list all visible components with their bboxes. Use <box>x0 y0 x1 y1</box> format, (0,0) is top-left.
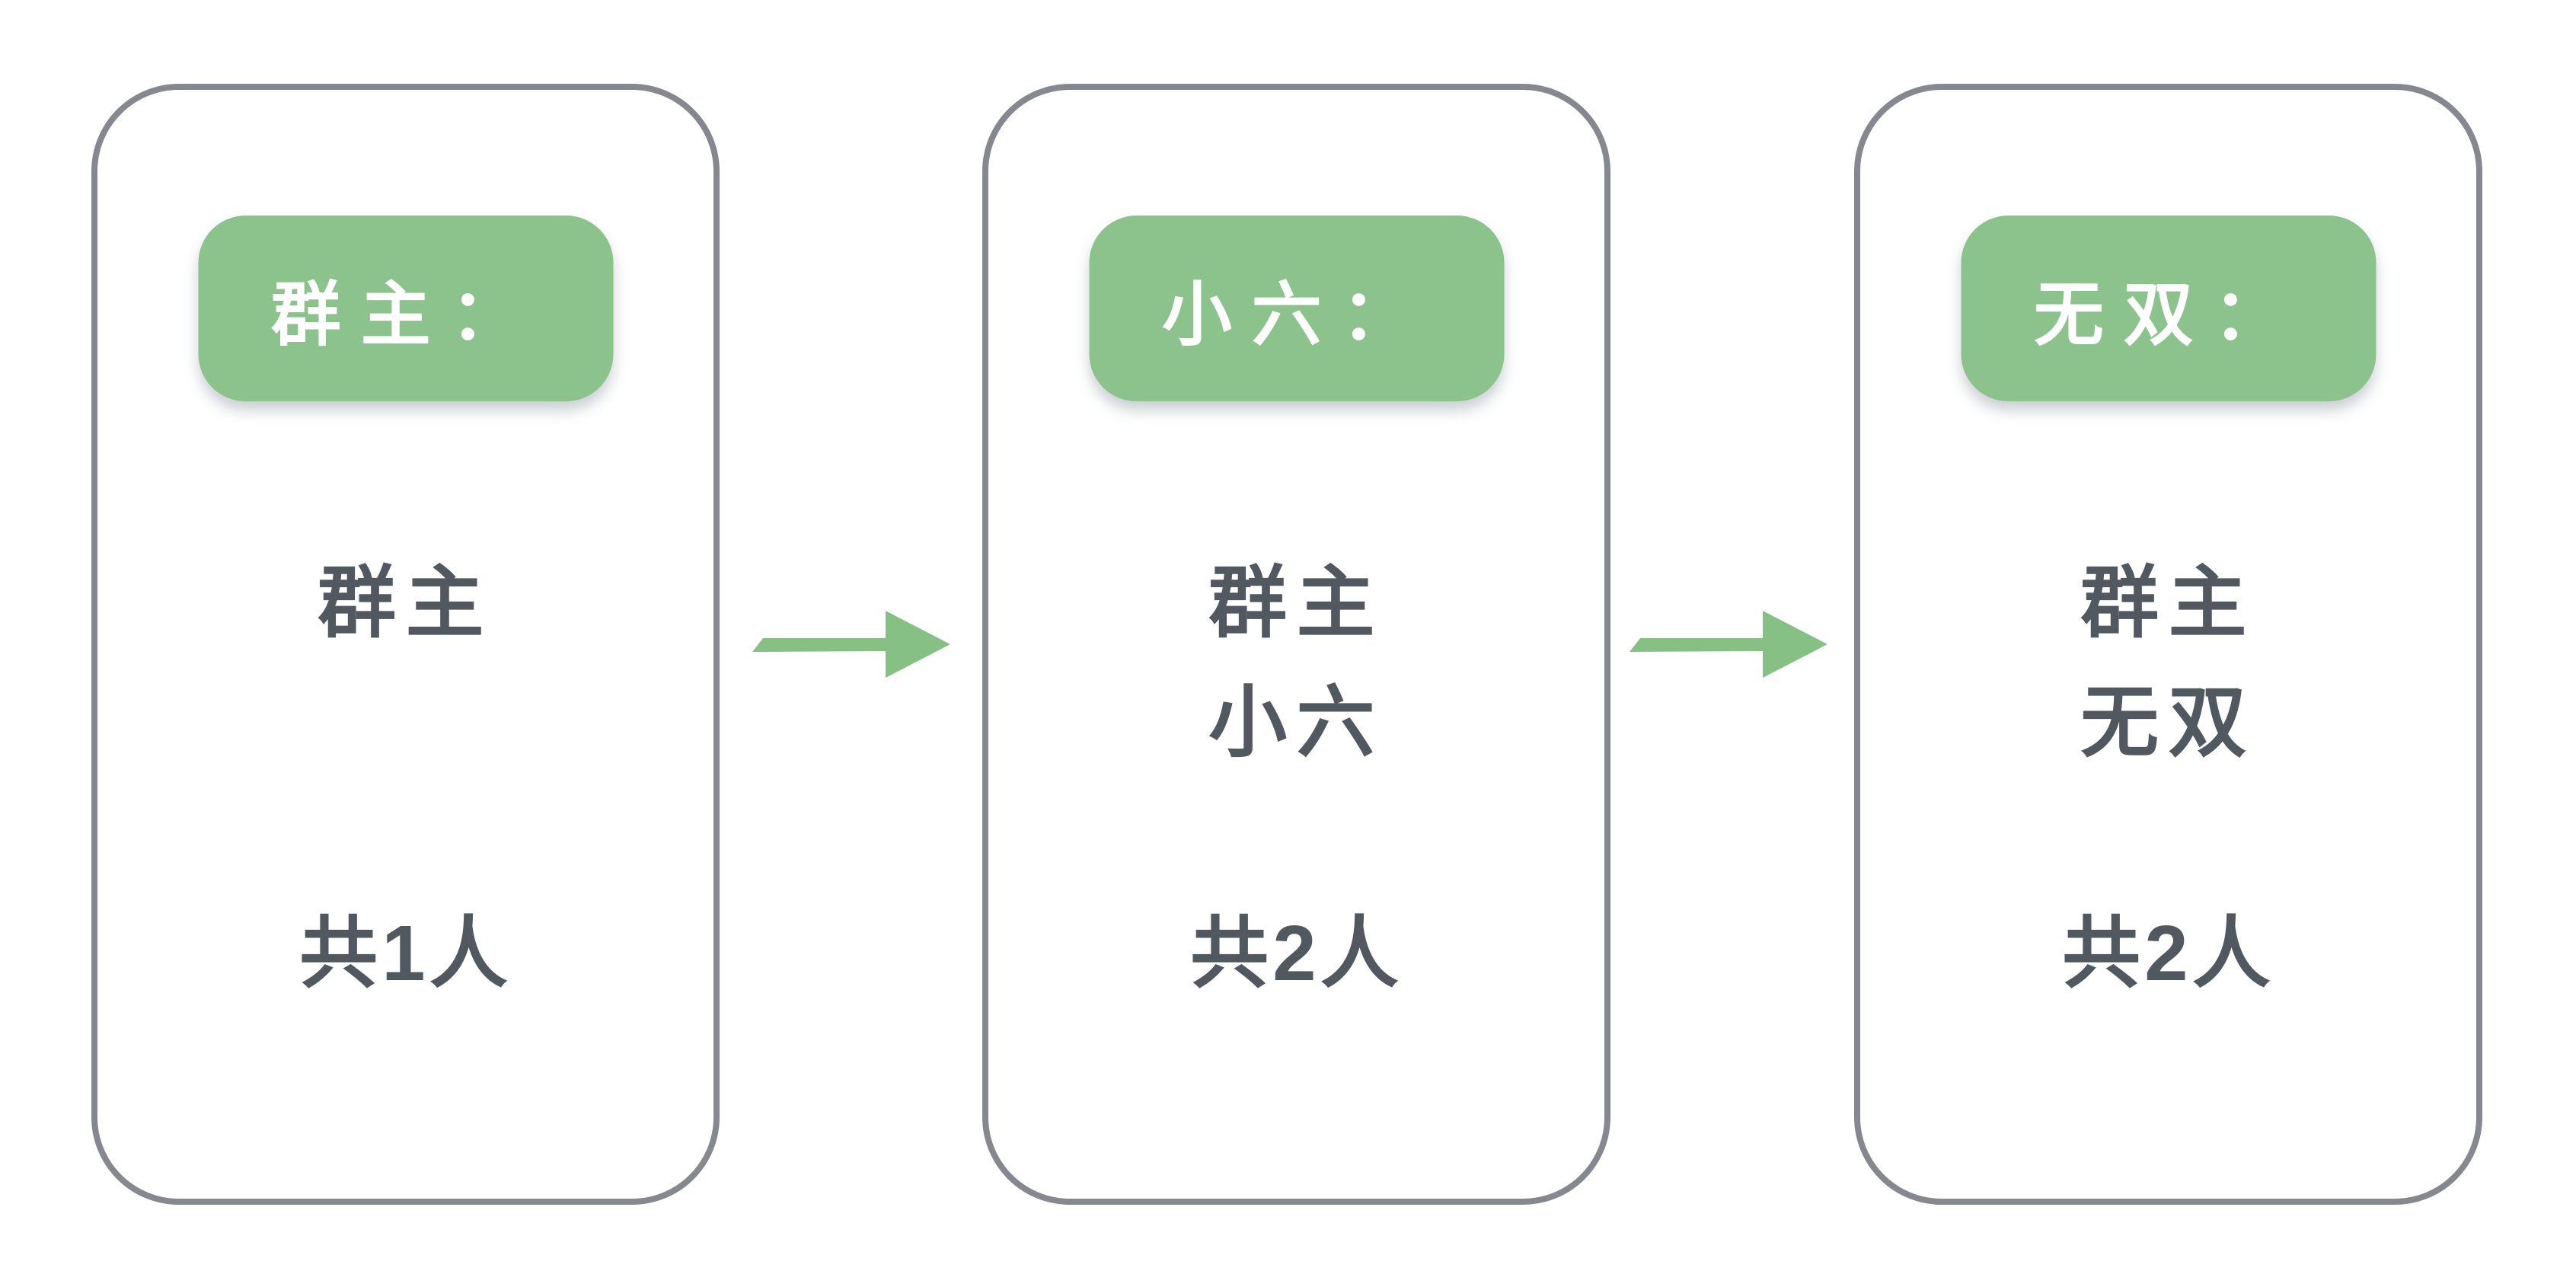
speaker-badge-label: 小六： <box>1161 276 1432 354</box>
step-card-2: 小六： 群主 小六 共2人 <box>982 84 1610 1205</box>
right-arrow-icon <box>1630 611 1827 678</box>
step-card-1: 群主： 群主 共1人 <box>91 84 720 1205</box>
member-list: 群主 无双 <box>1860 543 2476 782</box>
speaker-badge: 群主： <box>198 216 613 401</box>
step-card-3: 无双： 群主 无双 共2人 <box>1854 84 2482 1205</box>
member-line: 群主 <box>318 559 493 647</box>
member-line: 群主 <box>1208 559 1384 647</box>
speaker-badge: 无双： <box>1961 216 2376 401</box>
speaker-badge-label: 无双： <box>2033 276 2303 354</box>
member-list: 群主 <box>97 543 713 663</box>
right-arrow-icon <box>752 611 950 678</box>
member-count: 共1人 <box>299 909 512 997</box>
speaker-badge-label: 群主： <box>270 276 541 354</box>
member-line: 无双 <box>2080 679 2256 766</box>
member-count: 共2人 <box>2062 909 2274 997</box>
member-list: 群主 小六 <box>988 543 1604 782</box>
member-line: 群主 <box>2080 559 2256 647</box>
speaker-badge: 小六： <box>1089 216 1504 401</box>
member-count: 共2人 <box>1190 909 1403 997</box>
member-line: 小六 <box>1208 679 1384 766</box>
